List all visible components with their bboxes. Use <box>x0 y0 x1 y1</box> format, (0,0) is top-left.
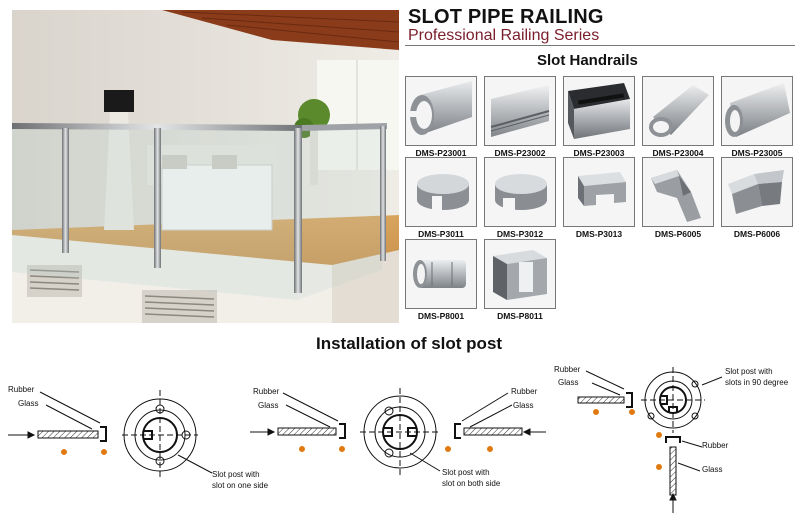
caption-line: slots in 90 degree <box>725 378 789 387</box>
product-item: DMS-P6005 <box>642 157 714 239</box>
slot-oval-tube-icon <box>642 76 714 146</box>
product-code: DMS-P6005 <box>654 229 702 239</box>
caption-line: slot on both side <box>442 479 501 488</box>
installation-diagrams <box>8 367 723 513</box>
product-item: DMS-P8011 <box>484 239 556 321</box>
label-glass: Glass <box>558 378 579 387</box>
product-code: DMS-P6006 <box>733 229 781 239</box>
caption-line: Slot post with <box>442 468 490 477</box>
product-code: DMS-P3012 <box>496 229 544 239</box>
product-code: DMS-P8001 <box>417 311 465 321</box>
label-glass: Glass <box>18 399 39 408</box>
square-elbow-icon <box>721 157 793 227</box>
product-code: DMS-P3011 <box>418 229 464 239</box>
product-code: DMS-P8011 <box>497 311 543 321</box>
label-rubber: Rubber <box>511 387 538 396</box>
label-rubber: Rubber <box>702 441 729 450</box>
product-item: DMS-P23003 <box>563 76 635 158</box>
product-item: DMS-P6006 <box>721 157 793 239</box>
diagram-ninety-degree <box>577 367 723 513</box>
product-code: DMS-P3013 <box>575 229 623 239</box>
product-code: DMS-P23001 <box>415 148 467 158</box>
square-end-cap-icon <box>563 157 635 227</box>
round-end-cap-slotted-icon <box>484 157 556 227</box>
label-rubber: Rubber <box>8 385 35 394</box>
product-item: DMS-P3011 <box>405 157 477 239</box>
label-glass: Glass <box>702 465 723 474</box>
catalog-heading: Slot Handrails <box>537 52 638 69</box>
product-code: DMS-P23004 <box>652 148 704 158</box>
caption-line: slot on one side <box>212 481 269 490</box>
round-elbow-icon <box>642 157 714 227</box>
slot-square-tube-icon <box>563 76 635 146</box>
product-item: DMS-P3012 <box>484 157 556 239</box>
diagram-one-side <box>8 390 213 479</box>
installation-heading: Installation of slot post <box>316 334 503 353</box>
product-code: DMS-P23003 <box>573 148 625 158</box>
round-connector-icon <box>405 239 477 309</box>
railing-room-photo <box>12 10 399 323</box>
product-item: DMS-P23004 <box>642 76 714 158</box>
label-glass: Glass <box>258 401 279 410</box>
product-item: DMS-P8001 <box>405 239 477 321</box>
round-end-cap-icon <box>405 157 477 227</box>
slot-round-tube-icon <box>405 76 477 146</box>
slot-half-round-tube-icon <box>721 76 793 146</box>
product-item: DMS-P23002 <box>484 76 556 158</box>
diagram-both-sides <box>250 388 546 475</box>
label-rubber: Rubber <box>253 387 280 396</box>
product-code: DMS-P23002 <box>494 148 546 158</box>
product-code: DMS-P23005 <box>731 148 783 158</box>
slot-grooved-tube-icon <box>484 76 556 146</box>
product-item: DMS-P23001 <box>405 76 477 158</box>
page-subtitle: Professional Railing Series <box>408 27 600 44</box>
title-divider <box>405 45 795 46</box>
caption-line: Slot post with <box>212 470 260 479</box>
product-item: DMS-P3013 <box>563 157 635 239</box>
caption-line: Slot post with <box>725 367 773 376</box>
label-glass: Glass <box>513 401 534 410</box>
square-connector-icon <box>484 239 556 309</box>
page-title: SLOT PIPE RAILING <box>408 6 604 28</box>
label-rubber: Rubber <box>554 365 581 374</box>
product-item: DMS-P23005 <box>721 76 793 158</box>
